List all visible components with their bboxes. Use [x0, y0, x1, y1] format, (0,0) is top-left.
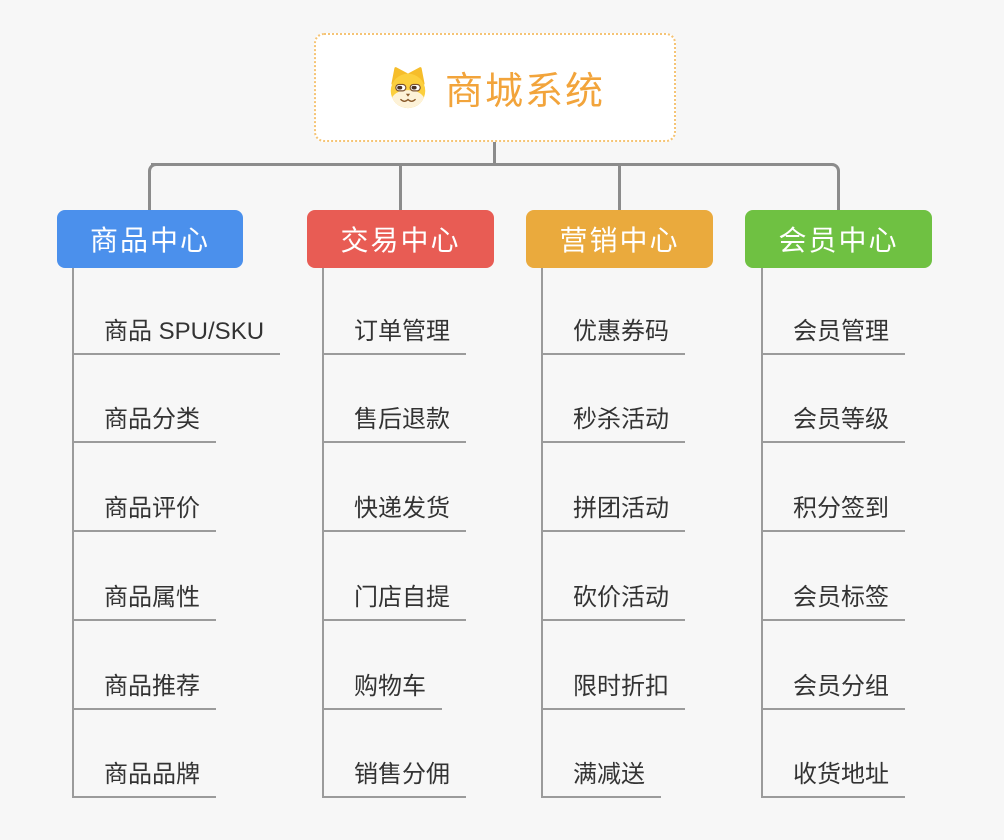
child-node[interactable]: 会员等级 [761, 406, 905, 443]
connector-corner-right [826, 163, 840, 210]
child-node[interactable]: 门店自提 [322, 584, 466, 621]
child-node[interactable]: 商品 SPU/SKU [72, 318, 281, 355]
child-node[interactable]: 会员管理 [761, 318, 905, 355]
child-node[interactable]: 商品属性 [72, 584, 216, 621]
branch-node-trade-center[interactable]: 交易中心 [307, 210, 494, 268]
child-node[interactable]: 会员分组 [761, 673, 905, 710]
root-node[interactable]: 商城系统 [314, 33, 676, 142]
branch-node-marketing-center[interactable]: 营销中心 [526, 210, 713, 268]
child-node[interactable]: 秒杀活动 [541, 406, 685, 443]
connector-bus [151, 163, 832, 166]
connector-corner-left [148, 163, 162, 210]
child-node[interactable]: 满减送 [541, 761, 661, 798]
child-node[interactable]: 会员标签 [761, 584, 905, 621]
connector-drop-marketing [618, 163, 621, 210]
root-node-label: 商城系统 [444, 71, 605, 113]
child-node[interactable]: 积分签到 [761, 495, 905, 532]
dog-face-icon [390, 66, 426, 108]
child-node[interactable]: 收货地址 [761, 761, 905, 798]
child-node[interactable]: 商品分类 [72, 406, 216, 443]
child-node[interactable]: 商品评价 [72, 495, 216, 532]
child-node[interactable]: 购物车 [322, 673, 442, 710]
branch-node-product-center[interactable]: 商品中心 [57, 210, 243, 268]
connector-trunk-product [72, 268, 74, 798]
child-node[interactable]: 订单管理 [322, 318, 466, 355]
child-node[interactable]: 限时折扣 [541, 673, 685, 710]
connector-trunk-marketing [541, 268, 543, 798]
child-node[interactable]: 商品品牌 [72, 761, 216, 798]
child-node[interactable]: 优惠券码 [541, 318, 685, 355]
connector-root-stub [493, 142, 496, 165]
connector-trunk-member [761, 268, 763, 798]
connector-trunk-trade [322, 268, 324, 798]
connector-drop-trade [399, 163, 402, 210]
child-node[interactable]: 砍价活动 [541, 584, 685, 621]
child-node[interactable]: 拼团活动 [541, 495, 685, 532]
child-node[interactable]: 快递发货 [322, 495, 466, 532]
child-node[interactable]: 销售分佣 [322, 761, 466, 798]
child-node[interactable]: 售后退款 [322, 406, 466, 443]
branch-node-member-center[interactable]: 会员中心 [745, 210, 932, 268]
child-node[interactable]: 商品推荐 [72, 673, 216, 710]
